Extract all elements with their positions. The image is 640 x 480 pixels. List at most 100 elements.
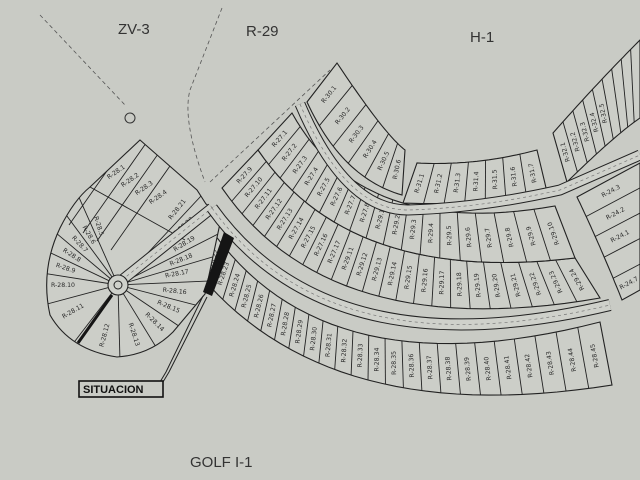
lot-label: R-29.5 [446, 225, 454, 245]
lot-divider [456, 212, 461, 261]
lot-label: R-28.30 [309, 326, 319, 351]
lot-divider [347, 120, 379, 164]
lot-label: R-28.16 [162, 287, 187, 296]
lot-divider [274, 299, 283, 341]
zv3-r29-boundary-line [187, 7, 223, 183]
zone-boundaries [39, 7, 331, 183]
lot-divider [483, 262, 491, 309]
lot-divider [268, 126, 301, 165]
lot-label: R-28.32 [340, 338, 348, 362]
lot-label: R-28.43 [545, 351, 556, 376]
lot-label: R-28.31 [325, 333, 334, 358]
road-centerline [121, 207, 213, 281]
lot-divider [630, 49, 635, 123]
lot-divider [585, 187, 640, 217]
marker-circle [124, 112, 136, 124]
lot-divider [401, 340, 404, 388]
lot-label: R-28.33 [357, 343, 365, 367]
zone-label-golf: GOLF I-1 [190, 454, 253, 471]
lot-label: R-28.35 [391, 351, 398, 375]
cul-de-sac-circle [107, 274, 129, 296]
lot-divider [89, 186, 186, 241]
lot-divider [601, 79, 614, 140]
lot-label: R-29.6 [465, 227, 474, 248]
lot-label: R-29.2 [391, 214, 401, 235]
lot-divider [305, 161, 330, 203]
lot-divider [234, 270, 247, 311]
lot-blocks: R-27.9R-27.10R-27.11R-27.12R-27.13R-27.1… [46, 39, 640, 396]
lot-label: R-29.16 [421, 268, 430, 293]
lot-divider [611, 68, 622, 133]
lot-divider [378, 246, 391, 297]
lot-label: R-29.1 [375, 209, 387, 230]
lot-divider [418, 342, 423, 391]
lot-divider [518, 262, 533, 307]
lot-label: R-28.45 [589, 343, 600, 368]
lot-label: R-28.36 [408, 353, 416, 377]
lot-label: R-31.7 [528, 162, 539, 183]
lot-divider [493, 212, 505, 263]
situation-label: SITUACION [83, 384, 144, 396]
lot-label: R-31.4 [473, 171, 481, 191]
lot-divider [276, 200, 305, 247]
lot-divider [222, 259, 236, 300]
lot-divider [443, 163, 452, 204]
lot-divider [350, 331, 354, 376]
lot-divider [330, 230, 351, 280]
lot-label: R-28.39 [464, 357, 473, 382]
lot-divider [46, 286, 111, 327]
situation-callout: SITUACION [78, 295, 208, 398]
lot-divider [536, 261, 555, 305]
lot-divider [46, 259, 111, 285]
lot-divider [419, 208, 424, 255]
lot-label: R-28.10 [51, 282, 75, 289]
roads [107, 101, 640, 331]
lot-divider [291, 150, 320, 191]
lot-divider [82, 140, 164, 234]
lot-label: R-28.37 [426, 355, 435, 379]
lot-label: R-31.6 [510, 166, 519, 187]
lot-label: R-28.17 [165, 268, 190, 279]
lot-divider [519, 154, 527, 196]
lot-divider [534, 335, 545, 394]
lot-divider [124, 211, 222, 282]
lot-divider [612, 263, 640, 279]
lot-divider [125, 239, 222, 284]
lot-divider [125, 277, 222, 286]
lot-divider [555, 332, 567, 392]
situation-box [78, 380, 164, 398]
lot-divider [436, 343, 442, 393]
lot-divider [382, 143, 398, 188]
lot-divider [364, 133, 389, 178]
r29-boundary-line [209, 69, 331, 183]
lot-divider [334, 326, 339, 370]
highlighted-strip [76, 294, 114, 344]
lot-divider [474, 342, 481, 396]
lot-label: R-28.41 [503, 355, 513, 380]
lot-divider [46, 156, 114, 279]
lot-divider [302, 216, 327, 265]
lot-divider [572, 110, 588, 163]
lot-label: R-29.15 [404, 265, 414, 290]
lot-divider [117, 292, 123, 357]
lot-divider [604, 238, 640, 258]
lot-divider [346, 236, 364, 287]
lot-divider [332, 104, 367, 147]
lot-divider [318, 320, 324, 364]
lot-divider [493, 341, 502, 396]
lot-divider [562, 121, 578, 173]
lot-divider [303, 314, 310, 357]
lot-label: R-29.14 [387, 261, 399, 286]
lot-divider [464, 162, 469, 203]
lot-divider [241, 171, 276, 215]
lot-label: R-32.3 [579, 121, 591, 142]
highlighted-lot [203, 232, 234, 296]
lot-divider [279, 138, 310, 179]
lot-divider [513, 338, 523, 395]
lot-label: R-29.19 [473, 273, 483, 298]
lot-divider [474, 213, 483, 263]
lot-label: R-29.18 [456, 272, 464, 296]
zone-label-r29: R-29 [246, 23, 279, 40]
lot-label: R-28.38 [444, 356, 453, 381]
